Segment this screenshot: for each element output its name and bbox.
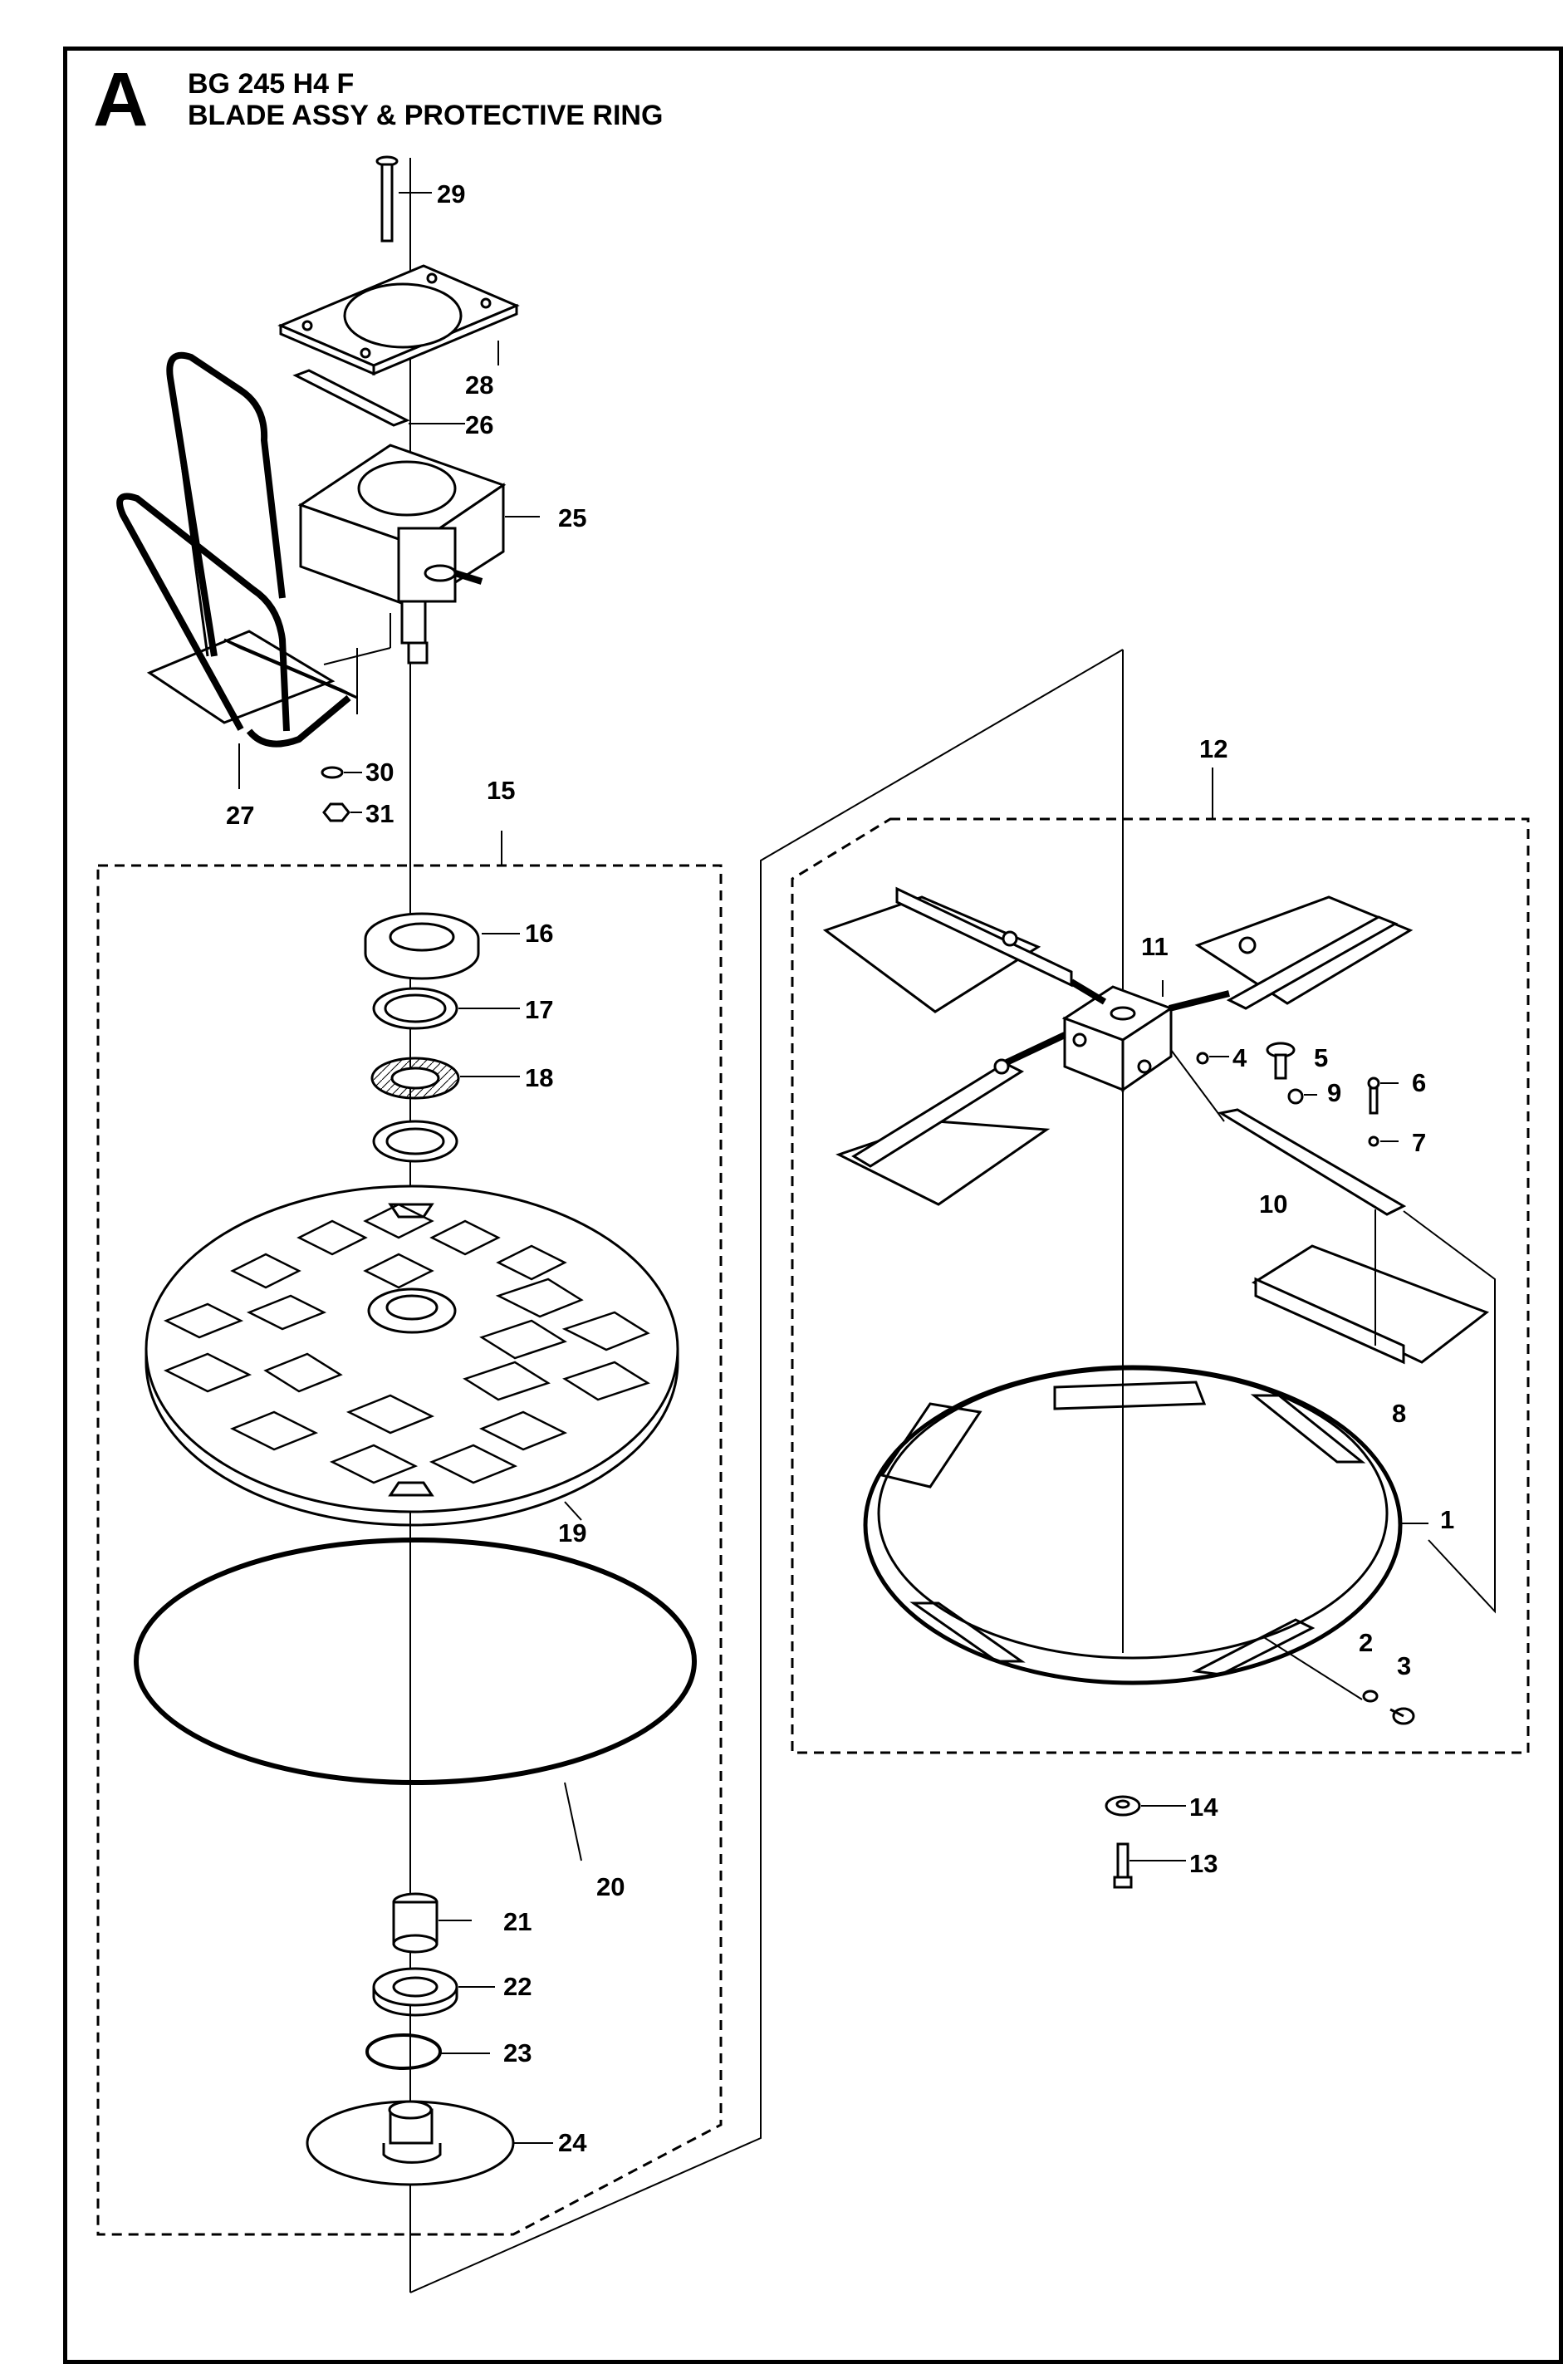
blade-arm-top-right [1169,895,1414,1012]
callout-11: 11 [1141,932,1169,961]
part-9-nut [1287,1088,1317,1105]
callout-4: 4 [1232,1043,1247,1072]
callout-24: 24 [558,2128,587,2157]
part-22-bearing [372,1967,495,2017]
part-4-screw [1196,1052,1229,1065]
part-18-needle-bearing [370,1057,520,1100]
part-25-gearbox [297,444,540,665]
callout-23: 23 [503,2038,532,2067]
part-24-flange [306,2100,553,2186]
part-2-washer [1362,1690,1379,1703]
callout-31: 31 [365,799,394,828]
blade-arm-bottom-left [835,1032,1066,1206]
part-5-knob [1266,1042,1296,1080]
callout-6: 6 [1412,1068,1426,1097]
callout-17: 17 [525,995,553,1024]
callout-21: 21 [503,1907,532,1936]
callout-20: 20 [596,1872,625,1901]
part-17-ring [372,987,520,1030]
part-28-plate [277,264,520,376]
callout-22: 22 [503,1972,532,2001]
callout-labels: 1 2 3 4 5 6 7 8 9 10 11 12 13 14 15 16 1… [226,179,1454,2157]
part-7-washer [1368,1135,1399,1147]
callout-7: 7 [1412,1128,1426,1157]
part-30-washer [321,766,362,779]
callout-29: 29 [437,179,465,208]
blade-arm-bottom-right [1170,1049,1496,1614]
part-washer [372,1120,458,1163]
callout-25: 25 [558,503,586,532]
part-26-strip [292,369,465,427]
callout-8: 8 [1392,1399,1406,1428]
part-20-o-ring [134,1538,697,1861]
part-6-bolt [1367,1077,1399,1115]
part-31-nut [322,802,362,822]
section-letter: A [93,57,149,142]
callout-1: 1 [1440,1505,1454,1534]
callout-9: 9 [1327,1078,1341,1107]
callout-13: 13 [1189,1849,1218,1878]
callout-18: 18 [525,1063,553,1092]
callout-15: 15 [487,776,515,805]
part-21-bushing [392,1892,472,1954]
part-27-handle-frame [116,351,391,789]
callout-28: 28 [465,370,493,400]
model-title: BG 245 H4 F [188,68,355,100]
callout-16: 16 [525,919,553,948]
part-11-hub-block [1061,980,1174,1092]
part-23-snap-ring [365,2033,490,2070]
part-1-ring-frame [863,1365,1428,1700]
part-13-bolt [1113,1842,1186,1889]
part-14-washer [1105,1795,1186,1817]
blade-arm-top-left [822,886,1107,1013]
callout-27: 27 [226,801,254,830]
group-12-box [791,817,1530,1754]
callout-19: 19 [558,1518,586,1547]
perspective-plane [409,649,1124,2293]
group-15-box [96,864,723,2236]
part-3-bolt [1389,1707,1415,1725]
callout-3: 3 [1397,1651,1411,1680]
callout-26: 26 [465,410,493,439]
callout-10: 10 [1259,1189,1287,1219]
callout-12: 12 [1199,734,1227,763]
part-29-bolt [375,155,432,243]
callout-30: 30 [365,758,394,787]
part-19-grid-plate [145,1184,679,1527]
diagram-title: BLADE ASSY & PROTECTIVE RING [188,100,664,131]
callout-2: 2 [1359,1628,1373,1657]
part-16-bearing-housing [364,912,520,980]
callout-5: 5 [1314,1043,1328,1072]
callout-14: 14 [1189,1793,1218,1822]
